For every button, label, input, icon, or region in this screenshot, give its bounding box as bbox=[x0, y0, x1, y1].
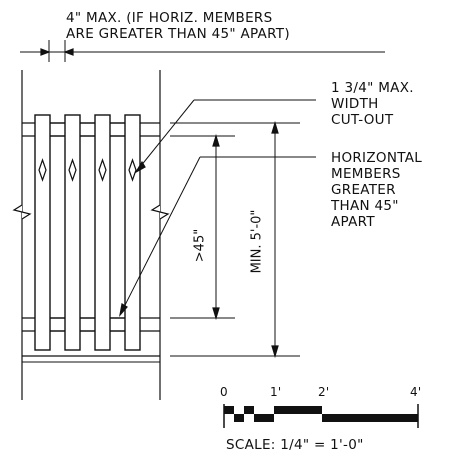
cutout-note-line-3: CUT-OUT bbox=[331, 112, 394, 128]
spacing-note: 4" MAX. (IF HORIZ. MEMBERS ARE GREATER T… bbox=[66, 10, 290, 42]
ground-line bbox=[22, 355, 160, 363]
spacing-note-line-1: 4" MAX. (IF HORIZ. MEMBERS bbox=[66, 10, 273, 26]
members-note-line-1: HORIZONTAL bbox=[331, 150, 423, 166]
members-leader bbox=[119, 156, 316, 318]
scale-bar bbox=[223, 404, 419, 428]
inner-dimension-line bbox=[212, 133, 220, 321]
picket-2 bbox=[64, 114, 81, 351]
inner-dimension-label: >45" bbox=[192, 228, 208, 263]
members-note-line-3: GREATER bbox=[331, 182, 396, 198]
cutout-note: 1 3/4" MAX. WIDTH CUT-OUT bbox=[331, 80, 414, 128]
extension-lines bbox=[170, 122, 300, 357]
members-note-line-4: THAN 45" bbox=[331, 198, 399, 214]
picket-1 bbox=[34, 114, 51, 351]
spacing-note-line-2: ARE GREATER THAN 45" APART) bbox=[66, 26, 290, 42]
scale-tick-2: 2' bbox=[318, 385, 330, 399]
scale-tick-4: 4' bbox=[410, 385, 422, 399]
scale-tick-0: 0 bbox=[220, 385, 228, 399]
picket-4 bbox=[124, 114, 141, 351]
scale-caption: SCALE: 1/4" = 1'-0" bbox=[226, 437, 364, 453]
cutout-leader bbox=[134, 99, 316, 174]
members-note: HORIZONTAL MEMBERS GREATER THAN 45" APAR… bbox=[331, 150, 422, 230]
spacing-dimension bbox=[20, 40, 385, 62]
picket-3 bbox=[94, 114, 111, 351]
members-note-line-5: APART bbox=[331, 214, 375, 230]
cutout-note-line-1: 1 3/4" MAX. bbox=[331, 80, 414, 96]
members-note-line-2: MEMBERS bbox=[331, 166, 401, 182]
scale-tick-1: 1' bbox=[270, 385, 282, 399]
outer-dimension-label: MIN. 5'-0" bbox=[249, 209, 265, 274]
rail-gap-segments bbox=[50, 122, 125, 332]
outer-dimension-line bbox=[271, 120, 279, 359]
cutout-note-line-2: WIDTH bbox=[331, 96, 379, 112]
